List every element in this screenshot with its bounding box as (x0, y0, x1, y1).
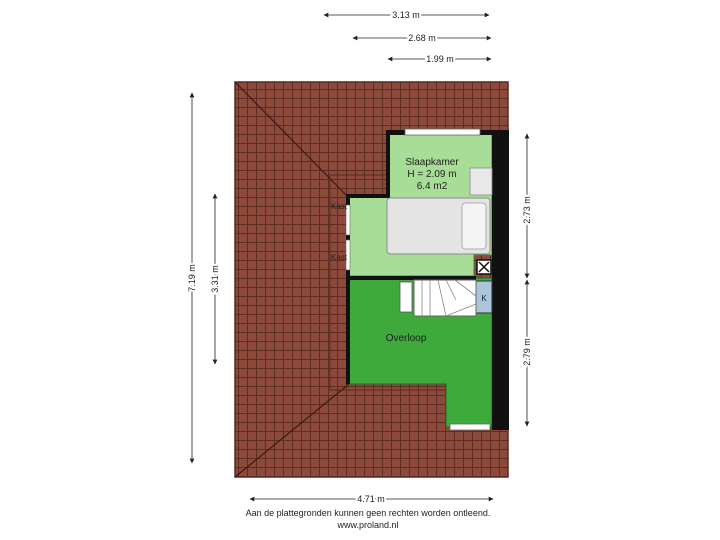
wall-divider (346, 276, 476, 280)
bedroom-area: 6.4 m2 (417, 181, 448, 192)
bedroom-height: H = 2.09 m (407, 169, 456, 180)
dim-bottom: 4.71 m (357, 494, 385, 504)
window-bottom (449, 423, 491, 431)
exterior-wall-right (492, 130, 509, 430)
bedroom-name: Slaapkamer (405, 157, 459, 168)
wall-bedroom-west (346, 194, 350, 280)
dim-top-2: 2.68 m (408, 33, 436, 43)
dim-left-outer: 7.19 m (187, 264, 197, 292)
dim-right-lower: 2.79 m (522, 338, 532, 366)
stair-railing (399, 281, 413, 313)
dim-left-inner: 3.31 m (210, 265, 220, 293)
wall-dormer-left (386, 130, 390, 197)
footer-disclaimer: Aan de plattegronden kunnen geen rechten… (246, 508, 491, 518)
footer-website[interactable]: www.proland.nl (336, 520, 398, 530)
shaft-cross (478, 261, 490, 273)
k-label: K (481, 294, 487, 303)
wall-bedroom-left (346, 194, 390, 198)
dim-top-1: 3.13 m (392, 10, 420, 20)
dim-top-3: 1.99 m (426, 54, 454, 64)
kast-label-2: Kast (331, 253, 348, 262)
landing-name: Overloop (386, 333, 427, 344)
bedroom-cabinet (469, 167, 493, 196)
kast-label-1: Kast (331, 202, 348, 211)
window-left-1 (345, 204, 351, 236)
roof-ridge-top (234, 81, 352, 201)
bed-pillow (461, 202, 487, 250)
roof-ridge-bottom (234, 383, 350, 478)
dim-right-upper: 2.73 m (522, 196, 532, 224)
window-left-2 (345, 239, 351, 271)
wall-landing-west (346, 280, 350, 384)
window-top (404, 128, 481, 136)
stairs-treads (421, 279, 477, 317)
